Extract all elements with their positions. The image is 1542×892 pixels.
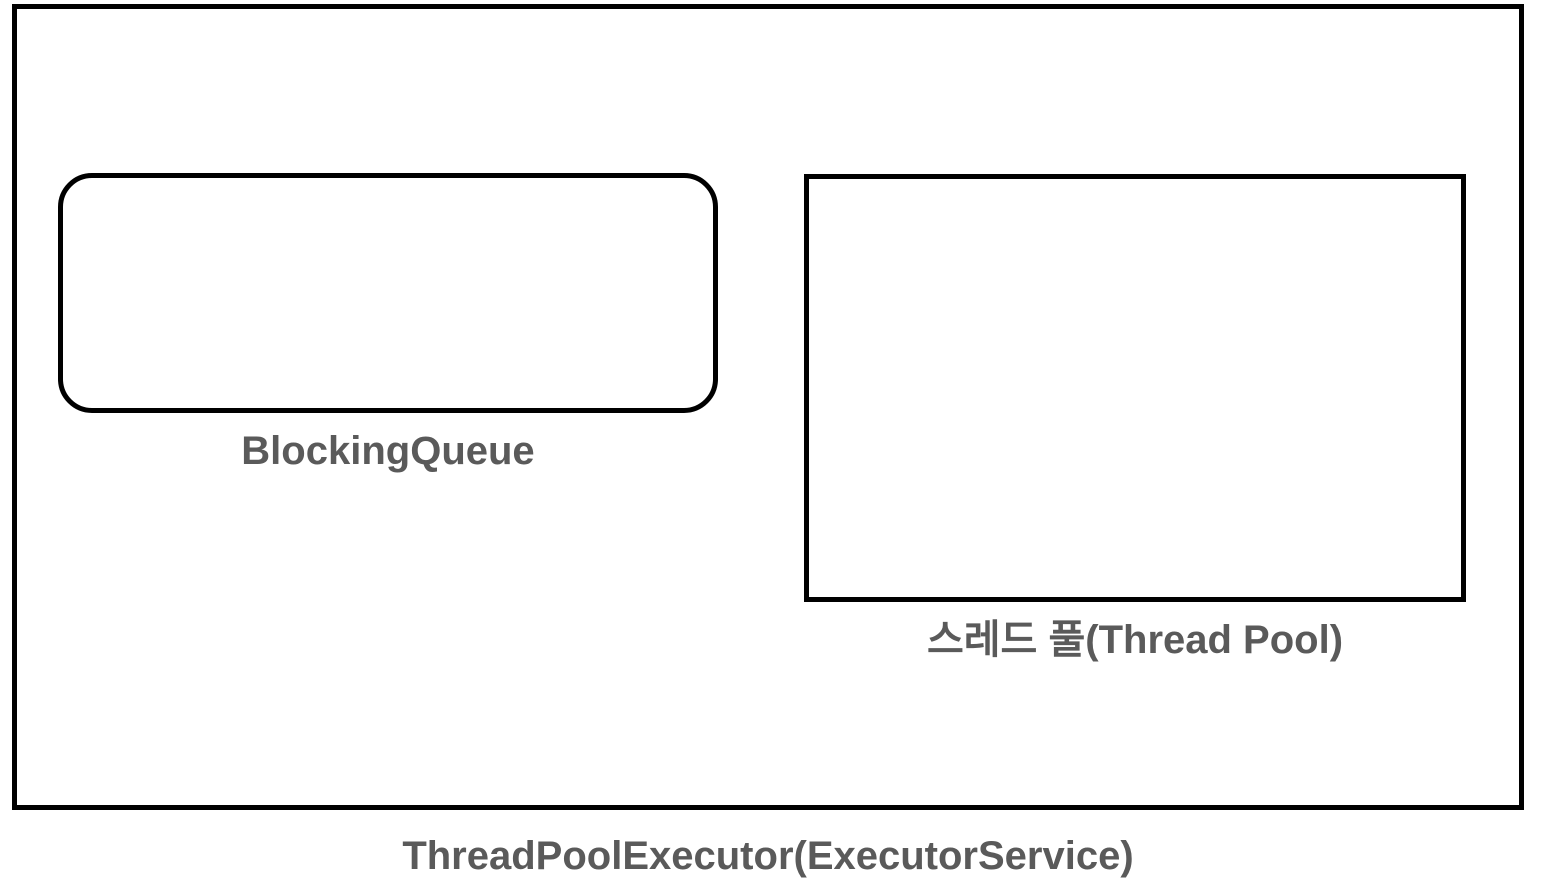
thread-pool-label: 스레드 풀(Thread Pool) (926, 618, 1344, 662)
thread-pool-box (804, 174, 1466, 602)
executor-container-label: ThreadPoolExecutor(ExecutorService) (402, 834, 1134, 878)
blocking-queue-box (58, 173, 718, 413)
blocking-queue-label: BlockingQueue (241, 429, 535, 473)
